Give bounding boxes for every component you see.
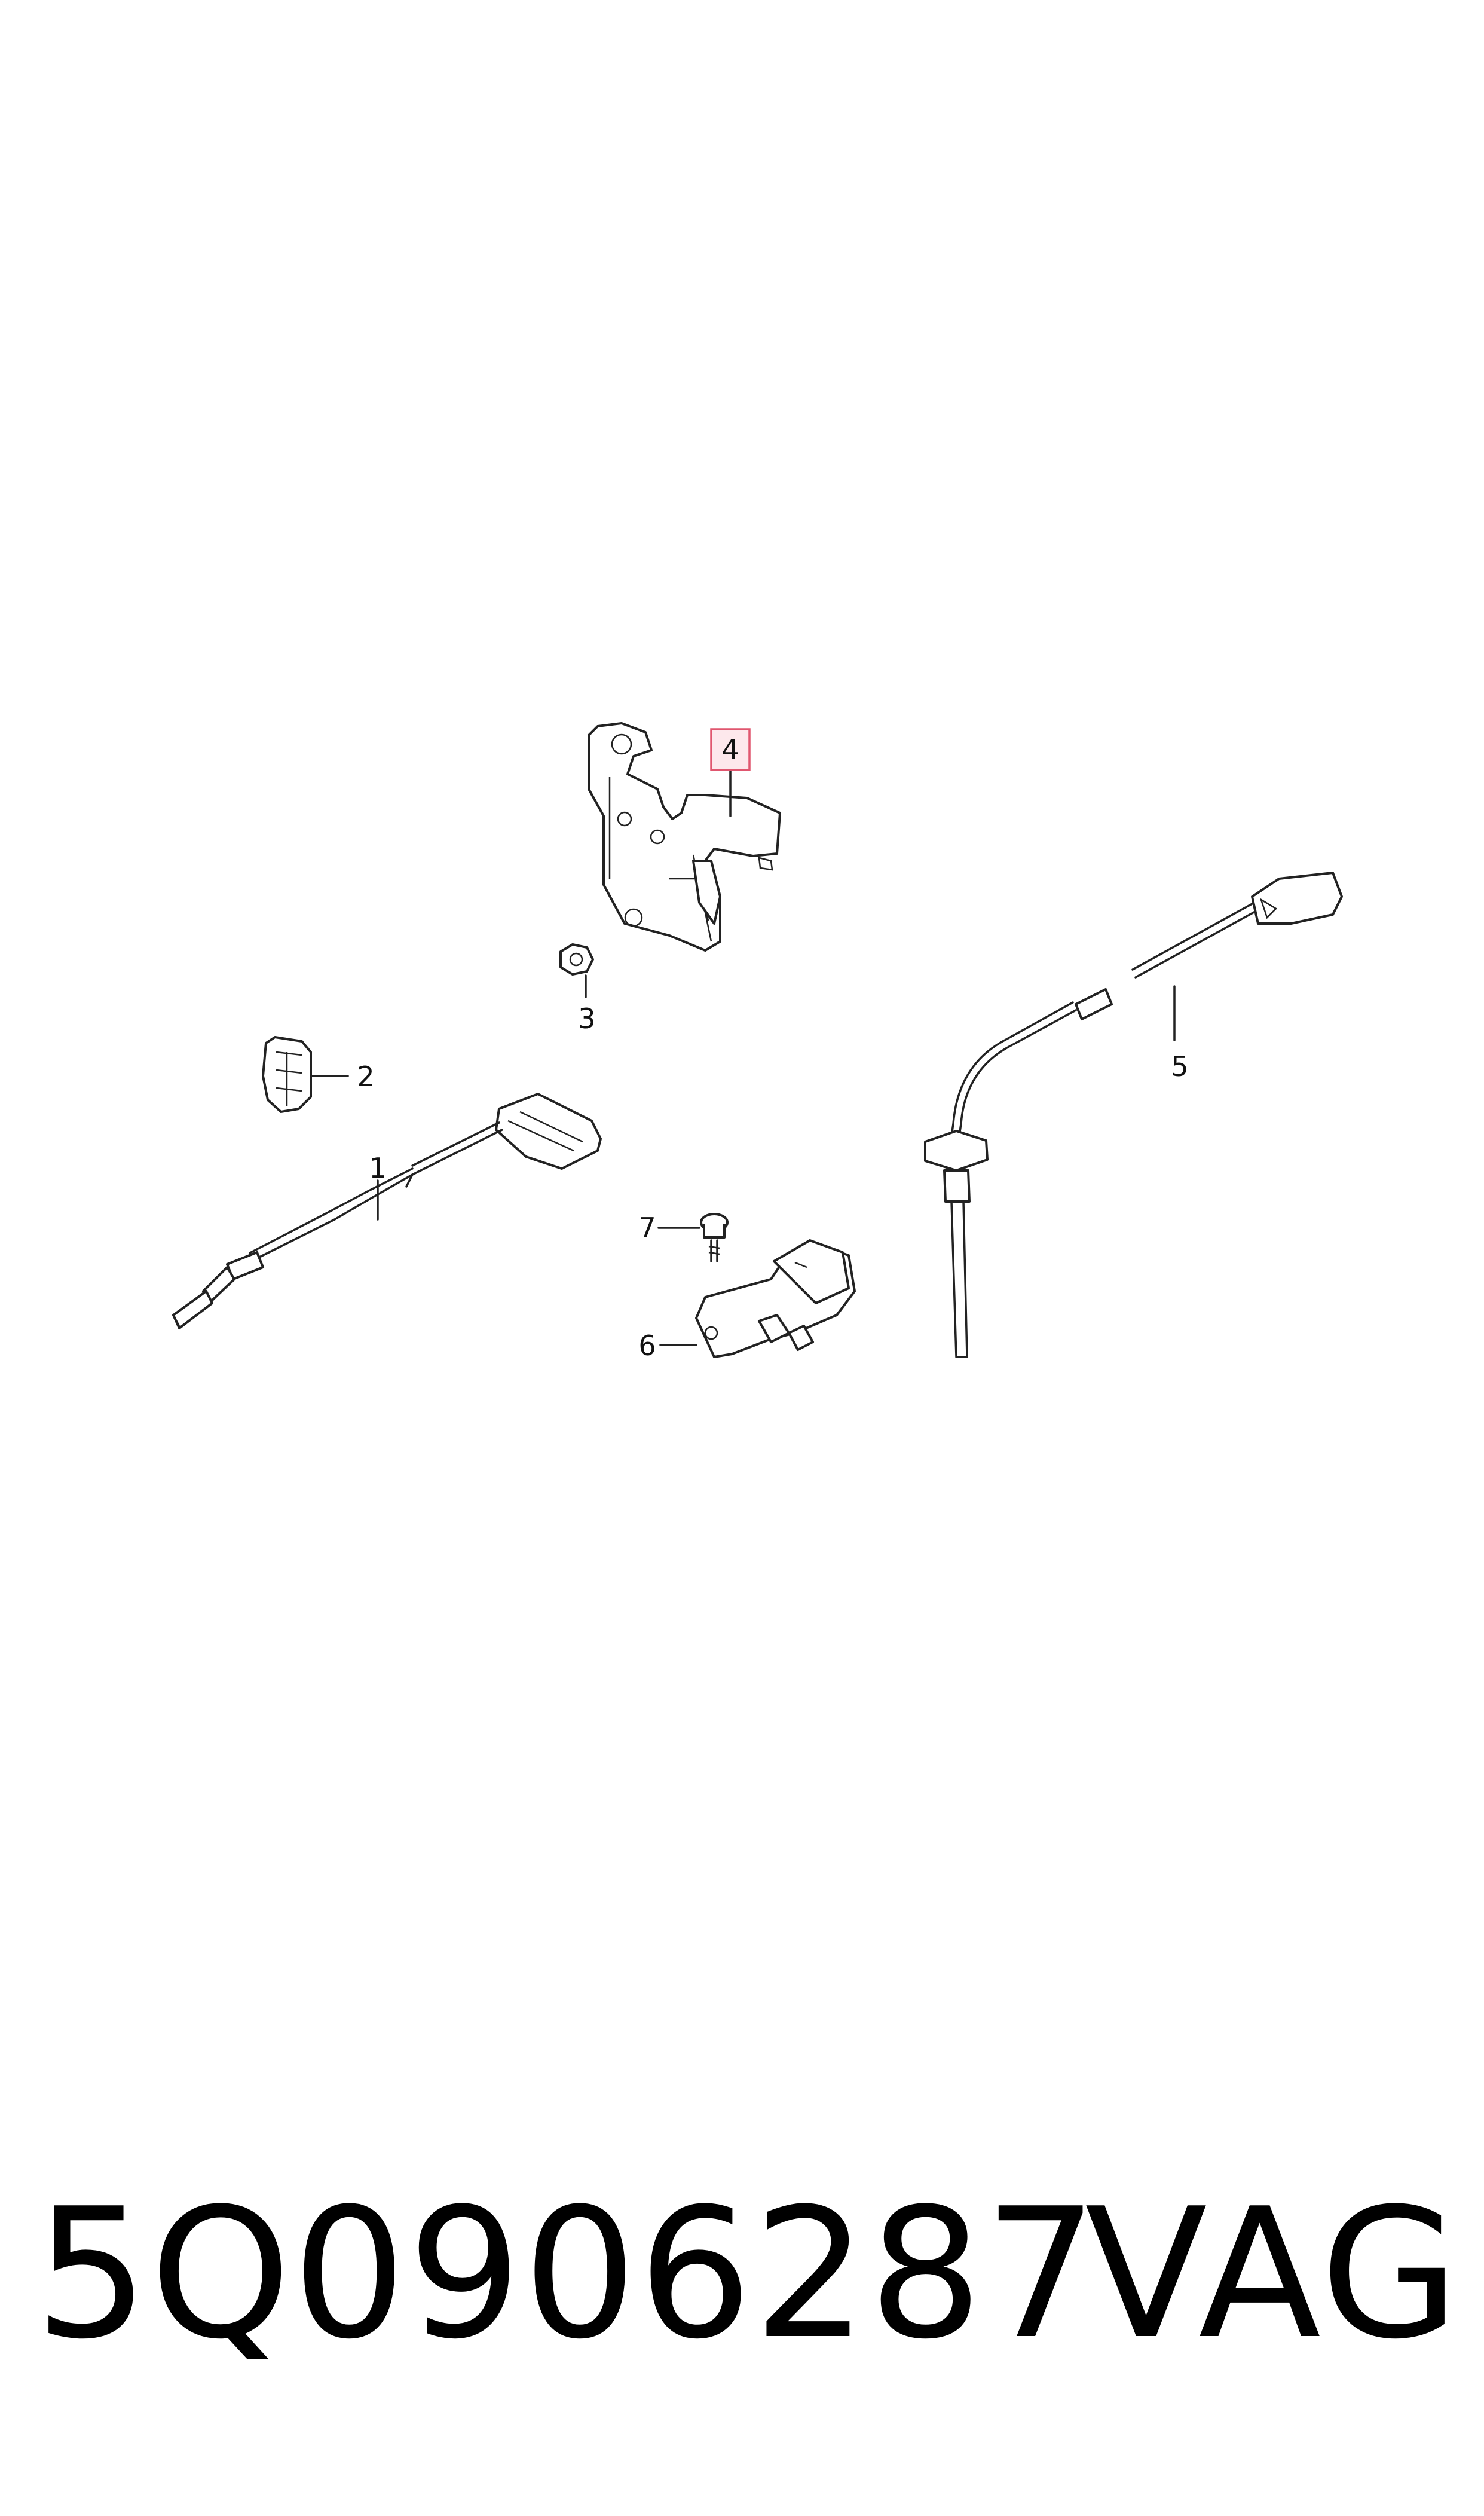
brand-label: VAG xyxy=(1085,2170,1462,2379)
callout-7[interactable]: 7 xyxy=(638,1212,656,1244)
callout-4[interactable]: 4 xyxy=(721,733,739,766)
part-2-clip xyxy=(262,1036,312,1113)
part-1-lambda-probe xyxy=(172,1093,602,1329)
part-4-bracket xyxy=(588,722,781,952)
part-6-pressure-sensor xyxy=(695,1239,856,1358)
part-5-temperature-sensor xyxy=(924,872,1343,1358)
footer: 5Q0906287 VAG xyxy=(0,2176,1484,2373)
part-7-bolt xyxy=(700,1213,729,1262)
callout-3[interactable]: 3 xyxy=(578,1002,595,1035)
callout-5[interactable]: 5 xyxy=(1171,1050,1188,1083)
callout-4-highlight-box xyxy=(710,728,751,771)
leader-lines xyxy=(310,769,1176,1346)
part-number: 5Q0906287 xyxy=(35,2170,1100,2379)
part-3-nut xyxy=(559,943,594,976)
callout-6[interactable]: 6 xyxy=(638,1329,656,1362)
callout-2[interactable]: 2 xyxy=(357,1060,374,1093)
callout-1[interactable]: 1 xyxy=(369,1152,386,1184)
